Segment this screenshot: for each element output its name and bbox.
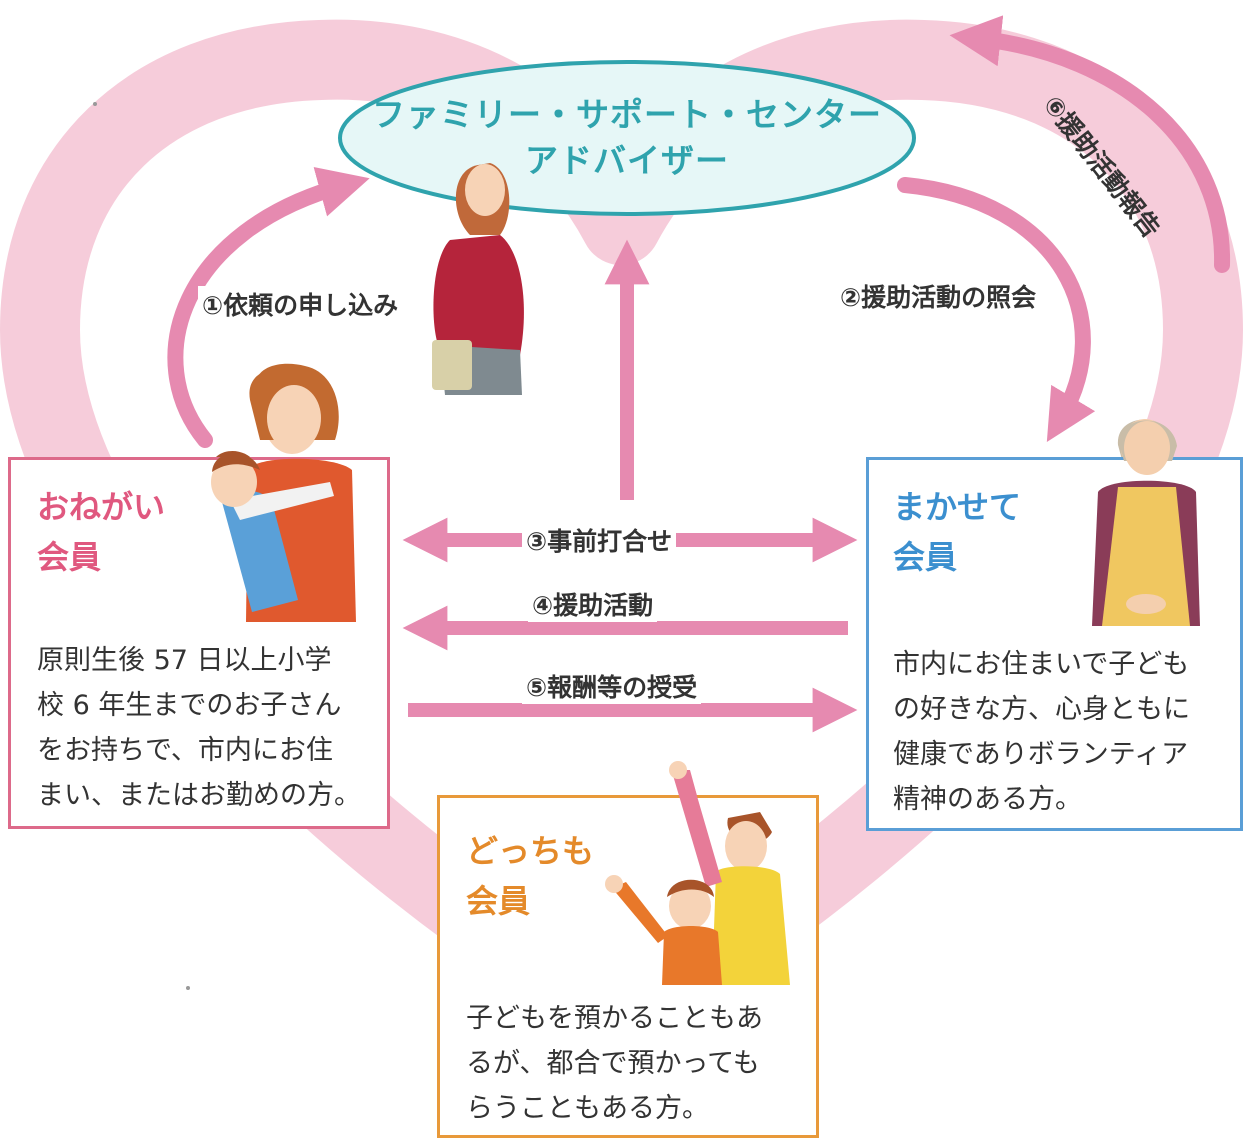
arrow-2 <box>897 177 1096 442</box>
center-title: ファミリー・サポート・センター アドバイザー <box>338 60 916 216</box>
makasete-member-box: まかせて 会員 市内にお住まいで子ども の好きな方、心身ともに 健康でありボラン… <box>866 457 1243 831</box>
arrow-1 <box>167 167 370 448</box>
dotchimo-member-box: どっちも 会員 子どもを預かることもあ るが、都合で預かっても らうこともある方… <box>437 795 819 1138</box>
onegai-description: 原則生後 57 日以上小学 校 6 年生までのお子さん をお持ちで、市内にお住 … <box>37 645 361 811</box>
arrow-6 <box>949 15 1231 273</box>
dotchimo-title: どっちも 会員 <box>466 832 595 920</box>
step-3-label: ③事前打合せ <box>522 522 677 558</box>
makasete-description: 市内にお住まいで子ども の好きな方、心身ともに 健康でありボランティア 精神のあ… <box>893 649 1190 815</box>
makasete-title: まかせて 会員 <box>893 488 1022 576</box>
onegai-title: おねがい 会員 <box>37 488 166 576</box>
step-4-label: ④援助活動 <box>528 586 658 622</box>
step-2-label: ②援助活動の照会 <box>836 278 1041 314</box>
onegai-member-box: おねがい 会員 原則生後 57 日以上小学 校 6 年生までのお子さん をお持ち… <box>8 457 390 829</box>
dotchimo-description: 子どもを預かることもあ るが、都合で預かっても らうこともある方。 <box>466 1003 763 1124</box>
center-title-line2: アドバイザー <box>525 141 729 180</box>
step-5-label: ⑤報酬等の授受 <box>522 668 702 704</box>
step-1-label: ①依頼の申し込み <box>198 286 403 322</box>
advisor-illustration <box>432 163 524 395</box>
center-title-line1: ファミリー・サポート・センター <box>372 95 882 134</box>
